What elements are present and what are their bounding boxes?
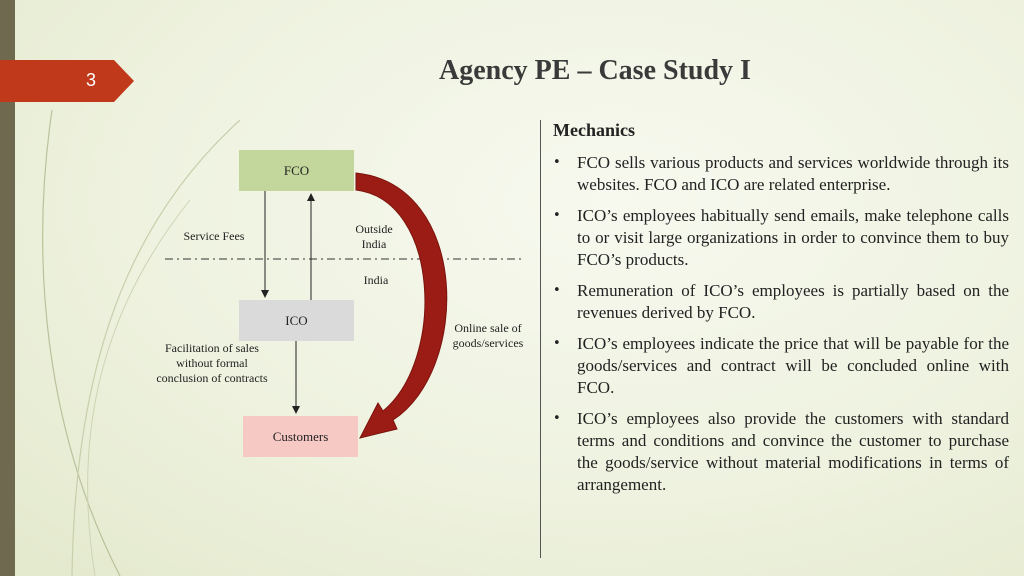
facilitation-label: Facilitation of sales without formal con… — [156, 341, 268, 385]
outside-india-label: Outside India — [355, 222, 393, 251]
mechanics-bullet: ICO’s employees indicate the price that … — [553, 333, 1009, 399]
fco-box: FCO — [239, 150, 354, 191]
ico-box: ICO — [239, 300, 354, 341]
slide-number-tab — [0, 60, 134, 102]
slide-number: 3 — [86, 70, 97, 90]
slide-title: Agency PE – Case Study I — [439, 55, 751, 86]
column-divider — [540, 120, 541, 558]
india-label: India — [363, 273, 389, 287]
online-sale-arrow — [355, 172, 448, 439]
mechanics-bullet: FCO sells various products and services … — [553, 152, 1009, 196]
service-fees-label: Service Fees — [183, 229, 245, 243]
mechanics-heading: Mechanics — [553, 120, 635, 140]
mechanics-bullet: ICO’s employees also provide the custome… — [553, 408, 1009, 496]
mechanics-bullet: ICO’s employees habitually send emails, … — [553, 205, 1009, 271]
left-accent-bar — [0, 0, 15, 576]
mechanics-list: FCO sells various products and services … — [553, 152, 1009, 505]
mechanics-bullet: Remuneration of ICO’s employees is parti… — [553, 280, 1009, 324]
online-sale-label: Online sale of goods/services — [452, 321, 524, 350]
customers-box: Customers — [243, 416, 358, 457]
